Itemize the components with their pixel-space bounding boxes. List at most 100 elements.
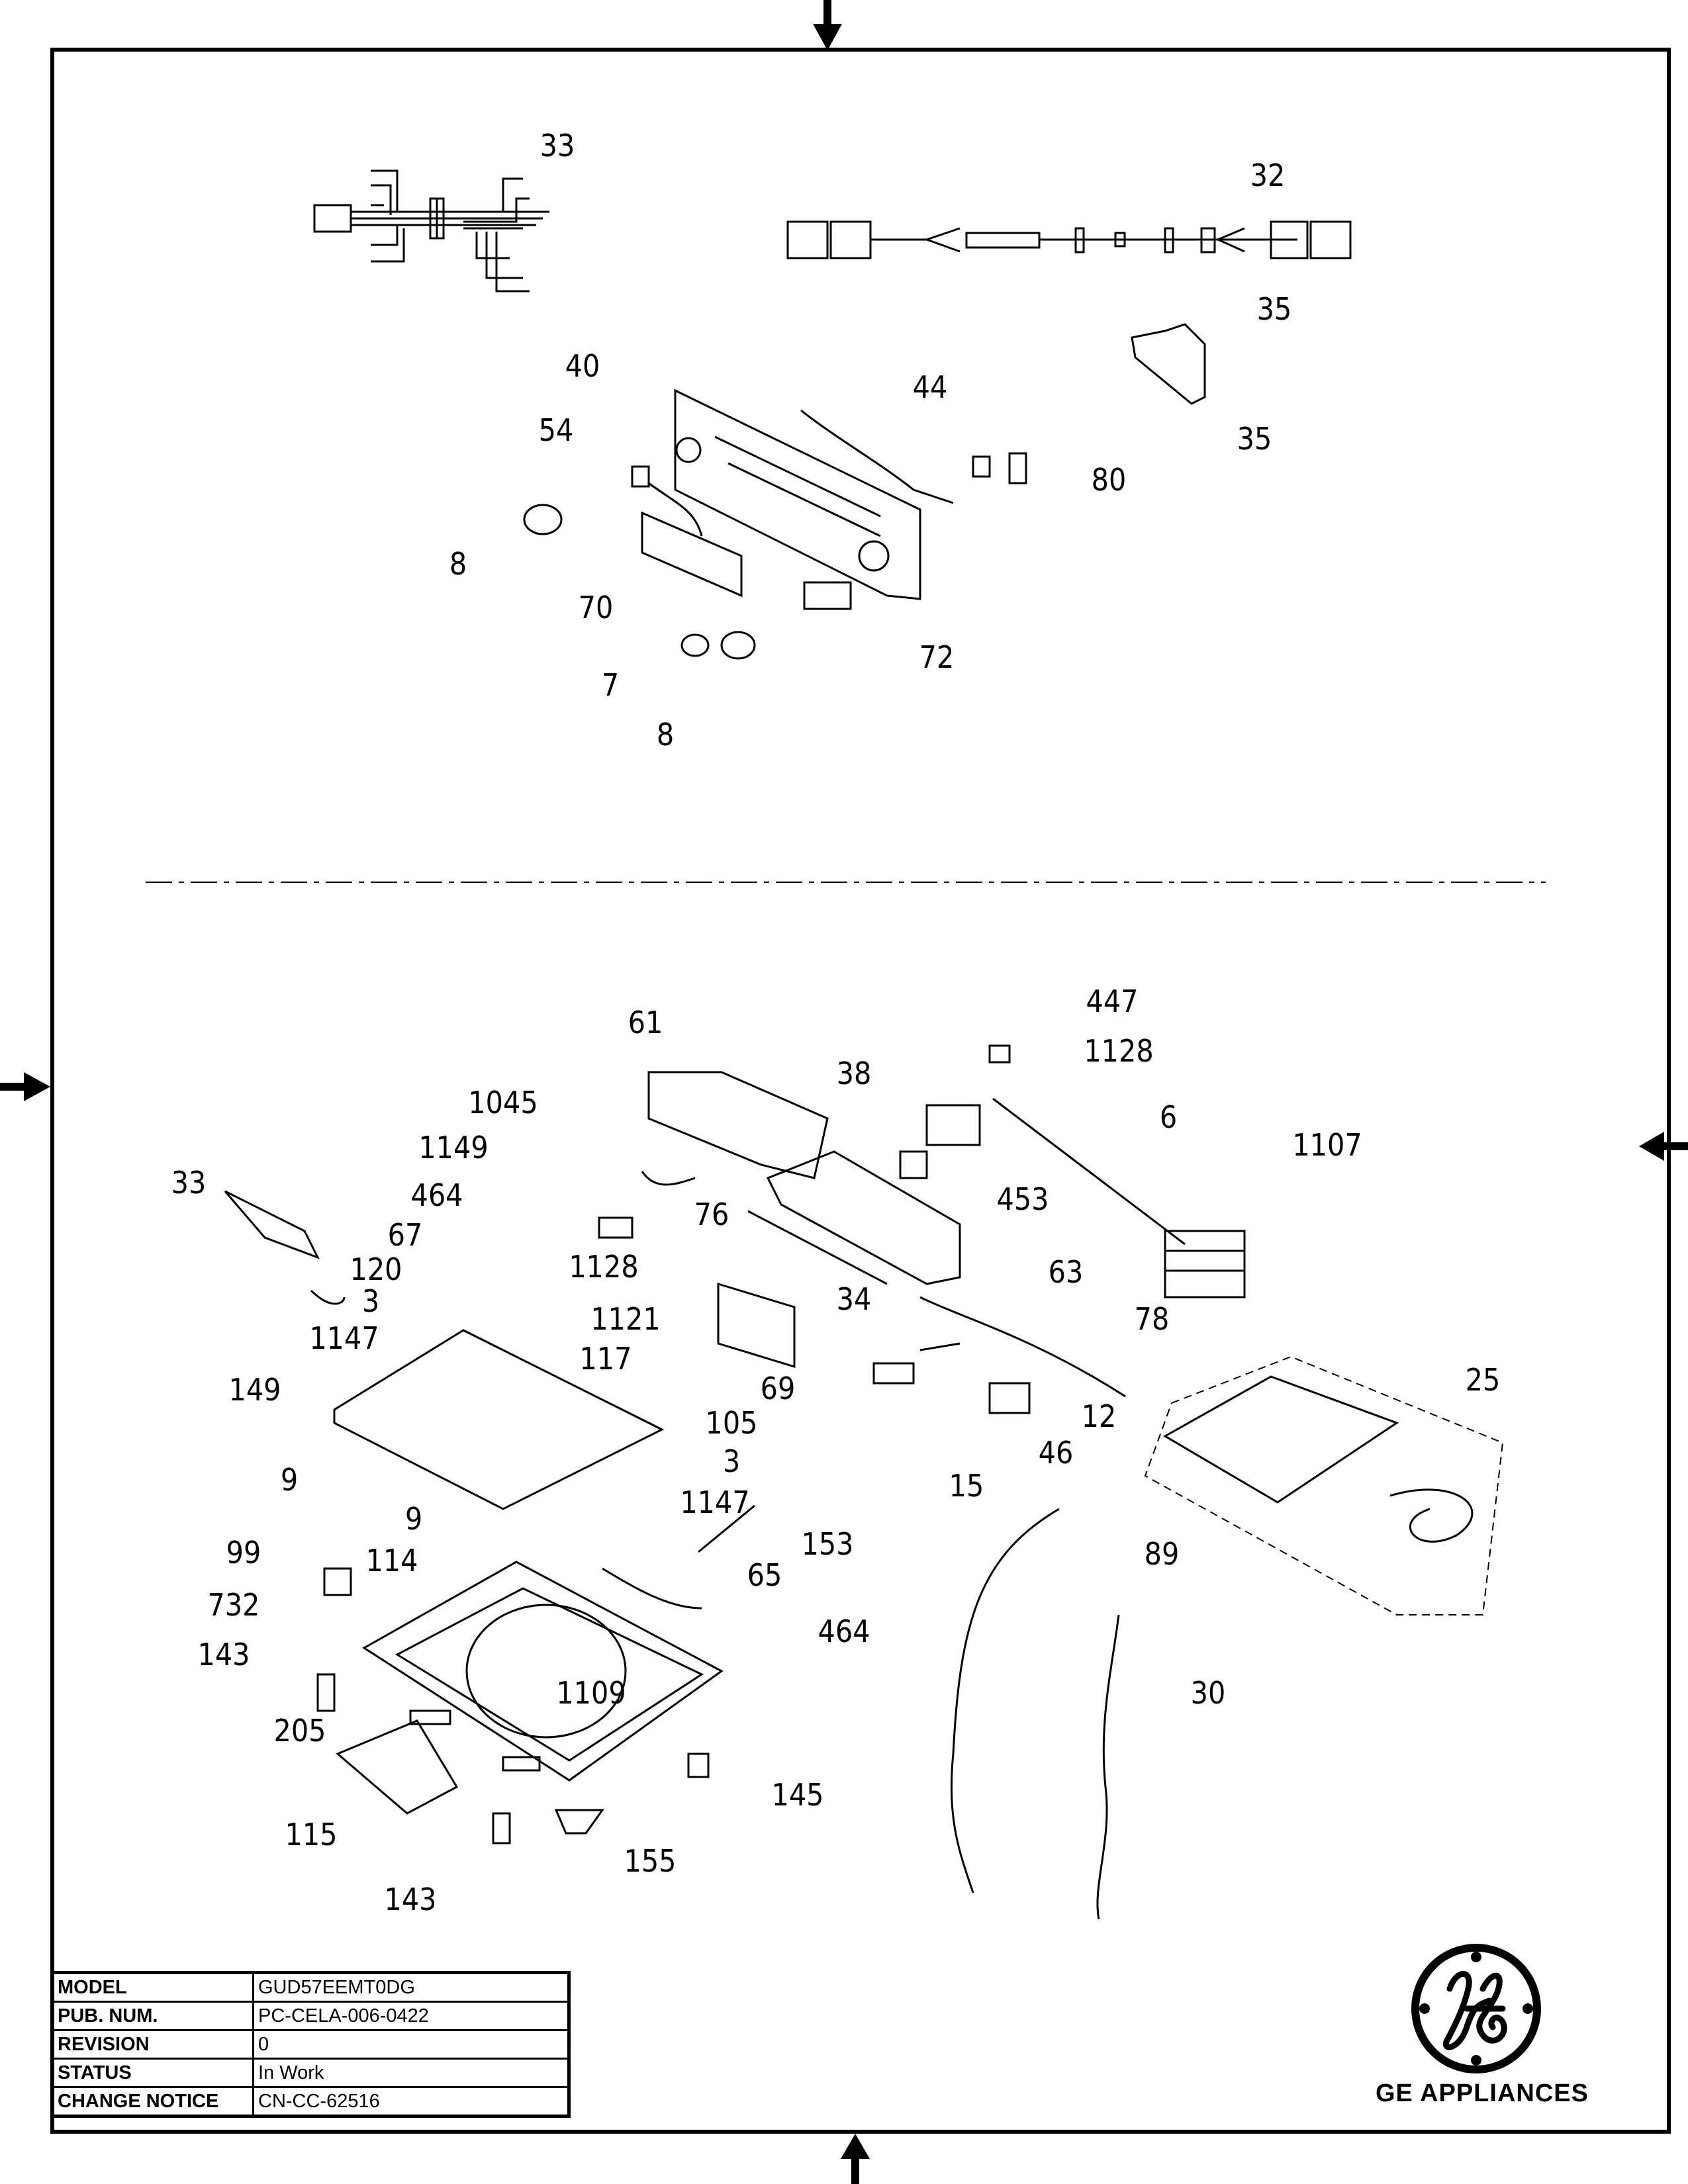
callout-63: 63 [1048,1254,1084,1290]
callout-1109: 1109 [556,1675,626,1711]
callout-120: 120 [350,1251,402,1287]
cover-35 [1131,323,1206,405]
callout-12: 12 [1081,1398,1117,1434]
title-value: 0 [252,2029,570,2060]
bracket-72 [803,581,852,610]
callout-1147: 1147 [680,1484,750,1520]
title-key: CHANGE NOTICE [51,2086,254,2117]
hose-25 [1389,1488,1474,1543]
wire-harness-44 [800,409,954,504]
callout-46: 46 [1038,1435,1074,1471]
harness-33-lower [224,1190,346,1305]
box-38 [925,1104,981,1146]
callout-9: 9 [404,1501,423,1537]
callout-155: 155 [624,1843,677,1879]
hinge-155 [554,1809,604,1835]
title-key: MODEL [51,1972,254,2003]
callout-143: 143 [197,1637,250,1672]
callout-40: 40 [565,348,600,384]
callout-76: 76 [694,1197,729,1232]
registration-arrow-left-icon [0,1072,50,1101]
switch-99 [323,1567,352,1596]
valve-12 [988,1382,1031,1414]
callout-153: 153 [801,1526,854,1562]
lid-frame-117 [463,1329,663,1431]
callout-115: 115 [285,1817,338,1852]
callout-1128: 1128 [1084,1033,1154,1069]
callout-89: 89 [1144,1536,1180,1572]
registration-arrow-bottom-icon [841,2134,870,2184]
title-row-pub-num: PUB. NUM.PC-CELA-006-0422 [51,2001,570,2031]
title-key: STATUS [51,2058,254,2088]
callout-65: 65 [747,1557,782,1593]
callout-61: 61 [628,1005,663,1040]
wire-76 [641,1171,696,1186]
callout-80: 80 [1091,462,1127,498]
callout-3: 3 [361,1283,380,1319]
opening-114 [465,1604,627,1739]
callout-105: 105 [705,1405,758,1441]
spring-153 [698,1504,755,1553]
bracket-145 [687,1752,710,1778]
title-key: REVISION [51,2029,254,2060]
registration-arrow-top-icon [813,0,842,50]
callout-70: 70 [578,590,614,625]
callout-205: 205 [273,1713,326,1749]
callout-54: 54 [538,412,574,448]
callout-33: 33 [171,1165,207,1201]
callout-25: 25 [1465,1362,1501,1398]
rod-6 [992,1097,1186,1246]
callout-34: 34 [836,1281,872,1317]
callout-149: 149 [228,1372,281,1408]
callout-32: 32 [1250,158,1286,193]
lid-117 [333,1329,665,1510]
harness-65 [602,1567,702,1610]
callout-69: 69 [760,1371,796,1406]
pcb-69 [717,1282,796,1369]
callout-44: 44 [912,369,948,405]
bracket-143-b [492,1812,511,1844]
title-value: CN-CC-62516 [252,2086,570,2117]
callout-3: 3 [722,1443,741,1479]
trim-115 [336,1719,459,1815]
callout-8: 8 [449,546,467,582]
callout-6: 6 [1159,1099,1178,1135]
callout-1107: 1107 [1292,1127,1362,1163]
callout-67: 67 [387,1217,423,1253]
callout-1121: 1121 [590,1301,661,1337]
bracket-80 [972,452,1027,484]
title-value: In Work [252,2058,570,2088]
pad-205-b [502,1756,541,1772]
cable-89 [950,1508,1060,1893]
callout-464: 464 [410,1177,463,1213]
callout-99: 99 [226,1535,261,1570]
title-key: PUB. NUM. [51,2001,254,2031]
harness-78 [919,1296,1126,1398]
cover-25 [1162,1375,1399,1504]
bracket-63 [766,1150,961,1285]
callout-1149: 1149 [418,1130,489,1165]
drawing-frame [50,48,1671,2134]
title-value: GUD57EEMT0DG [252,1972,570,2003]
callout-15: 15 [949,1468,984,1504]
wire-harness-32 [786,220,1352,259]
callout-464: 464 [818,1614,870,1649]
dispenser-15 [872,1342,961,1385]
callout-117: 117 [579,1341,632,1377]
callout-453: 453 [996,1181,1049,1217]
callout-114: 114 [365,1543,418,1578]
callout-145: 145 [771,1777,824,1813]
knob-8-a [523,504,563,535]
bracket-447 [988,1044,1011,1064]
callout-8: 8 [656,717,675,752]
brand-name: GE APPLIANCES [1376,2079,1589,2107]
callout-732: 732 [207,1587,260,1623]
callout-9: 9 [280,1462,299,1498]
title-value: PC-CELA-006-0422 [252,2001,570,2031]
callout-35: 35 [1256,291,1292,327]
wire-harness-33-upper [313,169,549,293]
